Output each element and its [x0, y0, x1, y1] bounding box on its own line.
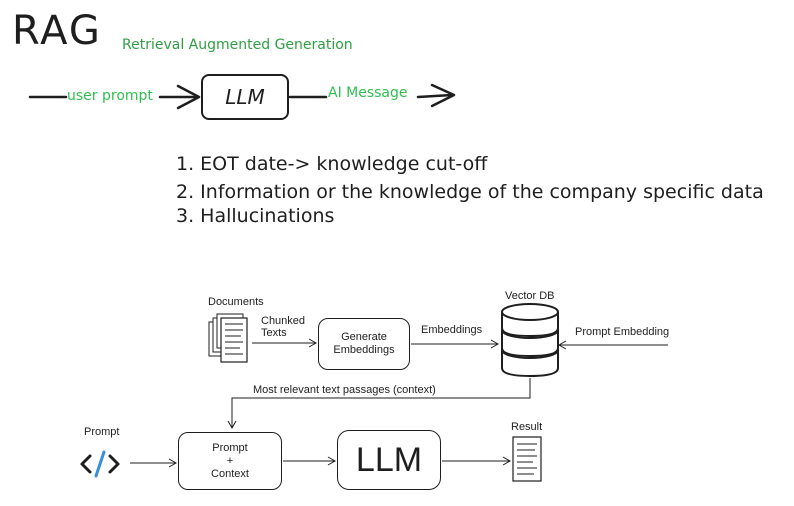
llm-to-result-arrow [442, 456, 512, 466]
embeddings-label: Embeddings [421, 324, 483, 336]
top-output-arrow [288, 83, 456, 108]
chunked-arrow [252, 338, 318, 348]
ai-message-label: AI Message [328, 85, 408, 101]
context-arrow [227, 378, 531, 430]
context-to-llm-arrow [283, 456, 337, 466]
page-title: RAG [12, 8, 102, 54]
code-icon [80, 450, 120, 478]
llm-box-top: LLM [201, 74, 289, 120]
prompt-arrow [130, 458, 178, 468]
result-label: Result [511, 421, 543, 433]
vector-db-icon [501, 303, 559, 378]
list-item: 1. EOT date-> knowledge cut-off [176, 153, 488, 175]
list-item: 3. Hallucinations [176, 205, 335, 227]
chunked-texts-label: Chunked Texts [261, 315, 306, 339]
context-edge-label: Most relevant text passages (context) [253, 384, 436, 396]
embeddings-arrow [411, 339, 500, 349]
generate-embeddings-label: Generate Embeddings [333, 331, 395, 356]
documents-label: Documents [208, 296, 264, 308]
context-box-line: + [226, 454, 234, 467]
generate-embeddings-box: Generate Embeddings [318, 318, 410, 370]
list-item: 2. Information or the knowledge of the c… [176, 181, 764, 203]
prompt-label: Prompt [84, 426, 120, 438]
top-input-arrow [28, 84, 201, 110]
user-prompt-label: user prompt [67, 88, 153, 104]
vector-db-label: Vector DB [505, 290, 555, 302]
page-subtitle: Retrieval Augmented Generation [122, 37, 353, 53]
prompt-context-box: Prompt + Context [178, 432, 282, 490]
prompt-embedding-label: Prompt Embedding [575, 326, 670, 338]
context-box-line: Context [211, 467, 249, 480]
prompt-embedding-arrow [557, 340, 668, 350]
result-document-icon [512, 436, 542, 482]
context-box-line: Prompt [212, 441, 248, 454]
documents-icon [208, 313, 248, 363]
llm-box: LLM [337, 430, 441, 490]
